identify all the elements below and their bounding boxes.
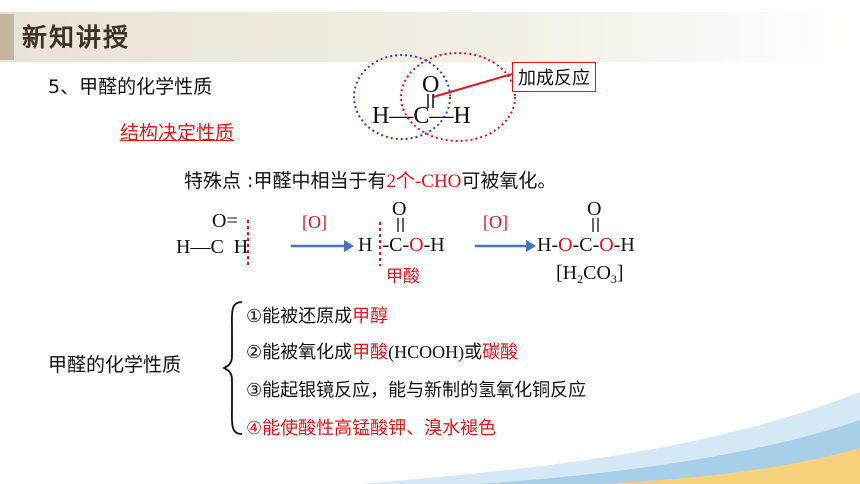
special-point-prefix: 特殊点 :甲醛中相当于有 xyxy=(184,170,387,192)
special-point: 特殊点 :甲醛中相当于有2个-CHO可被氧化。 xyxy=(184,166,556,193)
red-dotted-circle xyxy=(400,52,516,142)
blue-dotted-circle xyxy=(353,54,451,140)
formaldehyde-top: O= xyxy=(212,210,238,232)
addition-reaction-callout: 加成反应 xyxy=(512,62,596,92)
arrow1-head xyxy=(344,240,354,252)
formaldehyde-formula: H—C H xyxy=(176,236,249,258)
formic-top-oxygen: O xyxy=(392,198,407,220)
section-title: 5、甲醛的化学性质 xyxy=(48,76,213,98)
special-point-suffix: 可被氧化。 xyxy=(461,170,557,192)
special-point-highlight: 2个-CHO xyxy=(386,171,462,192)
property-item-3: ③能起银镜反应，能与新制的氢氧化铜反应 xyxy=(246,380,587,401)
structure-diagram xyxy=(353,52,516,142)
carbonic-formula-bracket: [H2CO3] xyxy=(556,262,624,286)
structure-oxygen: O xyxy=(422,72,440,98)
structure-formula: H—C—H xyxy=(372,103,471,130)
header-accent xyxy=(0,14,14,60)
properties-brace xyxy=(222,301,243,435)
properties-label: 甲醛的化学性质 xyxy=(48,354,182,376)
section-subtitle: 结构决定性质 xyxy=(120,122,235,144)
page-title: 新知讲授 xyxy=(22,23,131,52)
structure-right-h: H xyxy=(453,103,471,129)
structure-bond-left: — xyxy=(389,103,414,129)
property-item-1: ①能被还原成甲醇 xyxy=(246,306,389,327)
arrow2-label: [O] xyxy=(483,212,508,232)
arrow2-head xyxy=(526,240,536,252)
formic-formula: H -C-O-H xyxy=(358,234,445,256)
structure-bond-right: — xyxy=(429,103,454,129)
arrow1-label: [O] xyxy=(302,212,327,232)
carbonic-formula: H-O-C-O-H xyxy=(537,234,635,256)
formic-acid-name: 甲酸 xyxy=(386,267,420,287)
structure-carbon: C xyxy=(413,103,430,129)
property-item-2: ②能被氧化成甲酸(HCOOH)或碳酸 xyxy=(246,342,519,363)
structure-left-h: H xyxy=(372,103,390,129)
callout-line xyxy=(432,73,513,98)
property-item-4: ④能使酸性高锰酸钾、溴水褪色 xyxy=(246,418,497,439)
carbonic-top-oxygen: O xyxy=(587,198,602,220)
header-bar xyxy=(0,12,860,62)
